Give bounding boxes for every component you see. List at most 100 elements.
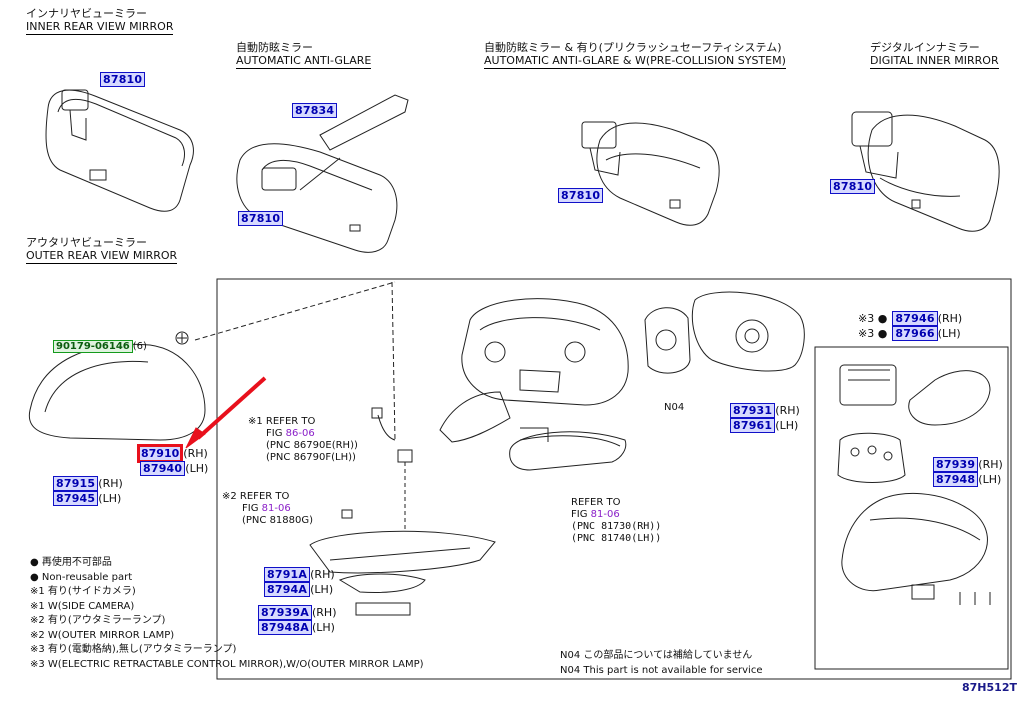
- part-row-87910: 87910(RH): [137, 442, 208, 463]
- part-link-8791A[interactable]: 8791A: [264, 567, 311, 582]
- side-label: (RH): [978, 458, 1003, 471]
- part-link-8794A[interactable]: 8794A: [264, 582, 311, 597]
- variant-digital-jp: デジタルインナミラー: [870, 41, 980, 54]
- part-link-87810[interactable]: 87810: [238, 211, 284, 226]
- inner-mirror-illustration-2: [236, 94, 409, 253]
- subassembly-illustration: [837, 364, 991, 605]
- mark-note: ※3 ●: [858, 312, 888, 325]
- side-label: (LH): [978, 473, 1002, 486]
- part-link-87915[interactable]: 87915: [53, 476, 99, 491]
- part-row-87931: 87931(RH): [730, 399, 800, 418]
- legend-item: ※2 有り(アウタミラーランプ): [30, 615, 166, 626]
- mark-note: ※3 ●: [858, 327, 888, 340]
- figure-code: 87H512T: [962, 681, 1017, 694]
- part-row-87945: 87945(LH): [53, 487, 121, 506]
- part-row-87961: 87961(LH): [730, 414, 798, 433]
- mirror-housing-illustration: [439, 298, 629, 443]
- reference-block-3: REFER TO FIG 81-06 (PNC 81730(RH)) (PNC …: [571, 497, 661, 545]
- part-link-87948A[interactable]: 87948A: [258, 620, 312, 635]
- part-row-87948: 87948(LH): [933, 468, 1001, 487]
- part-link-87961[interactable]: 87961: [730, 418, 776, 433]
- part-link-87810[interactable]: 87810: [100, 72, 146, 87]
- part-row-87915: 87915(RH): [53, 472, 123, 491]
- inner-mirror-illustration-3: [581, 121, 720, 226]
- part-link-87810[interactable]: 87810: [558, 188, 604, 203]
- side-label: (RH): [775, 404, 800, 417]
- variant-anti-glare-precollision-jp: 自動防眩ミラー & 有り(プリクラッシュセーフティシステム): [484, 41, 782, 54]
- reference-fig-label: FIG: [266, 428, 283, 439]
- variant-digital: デジタルインナミラー DIGITAL INNER MIRROR: [870, 41, 999, 69]
- part-row-8794A: 8794A(LH): [264, 578, 333, 597]
- legend-item: ※3 有り(電動格納),無し(アウタミラーランプ): [30, 644, 237, 655]
- part-link-87810[interactable]: 87810: [830, 179, 876, 194]
- part-row-87940: 87940(LH): [140, 457, 208, 476]
- inner-section-title-jp: インナリヤビューミラー: [26, 7, 147, 20]
- reference-text: ※1 REFER TO: [248, 416, 316, 427]
- reference-fig-label: FIG: [242, 503, 259, 514]
- part-link-87946[interactable]: 87946: [892, 311, 938, 326]
- variant-anti-glare-precollision: 自動防眩ミラー & 有り(プリクラッシュセーフティシステム) AUTOMATIC…: [484, 41, 786, 69]
- n04-note: N04 この部品については補給していません N04 This part is n…: [560, 648, 762, 678]
- legend-item: ※2 W(OUTER MIRROR LAMP): [30, 629, 175, 641]
- variant-anti-glare-jp: 自動防眩ミラー: [236, 41, 313, 54]
- side-label: (RH): [310, 568, 335, 581]
- part-link-87910-selected[interactable]: 87910: [137, 444, 184, 463]
- part-link-87931[interactable]: 87931: [730, 403, 776, 418]
- outer-section-title-jp: アウタリヤビューミラー: [26, 236, 147, 249]
- part-row-87946: ※3 ● 87946(RH): [858, 307, 962, 326]
- side-label: (LH): [310, 583, 334, 596]
- inner-section-title-en: INNER REAR VIEW MIRROR: [26, 20, 174, 35]
- part-link-87939[interactable]: 87939: [933, 457, 979, 472]
- legend-item: ● Non-reusable part: [30, 571, 133, 583]
- inner-mirror-illustration-1: [45, 89, 194, 212]
- n04-note-en: N04 This part is not available for servi…: [560, 665, 763, 676]
- reference-block-1: ※1 REFER TO FIG 86-06 (PNC 86790E(RH)) (…: [248, 416, 358, 464]
- part-link-90179-06146[interactable]: 90179-06146: [53, 340, 133, 353]
- part-link-87939A[interactable]: 87939A: [258, 605, 312, 620]
- legend: ● 再使用不可部品 ● Non-reusable part ※1 有り(サイドカ…: [30, 556, 424, 672]
- part-link-87834[interactable]: 87834: [292, 103, 338, 118]
- part-row-90179: 90179-06146(6): [53, 334, 147, 353]
- part-link-87945[interactable]: 87945: [53, 491, 99, 506]
- reference-pnc: (PNC 86790E(RH)): [266, 440, 358, 451]
- reference-pnc: (PNC 86790F(LH)): [266, 452, 356, 463]
- outer-section-title-en: OUTER REAR VIEW MIRROR: [26, 249, 178, 264]
- part-link-87940[interactable]: 87940: [140, 461, 186, 476]
- part-row-87948A: 87948A(LH): [258, 616, 335, 635]
- figure-link-86-06[interactable]: 86-06: [285, 428, 315, 439]
- side-label: (LH): [937, 327, 961, 340]
- variant-anti-glare-precollision-en: AUTOMATIC ANTI-GLARE & W(PRE-COLLISION S…: [484, 54, 786, 69]
- part-row-87939A: 87939A(RH): [258, 601, 336, 620]
- reference-block-2: ※2 REFER TO FIG 81-06 (PNC 81880G): [222, 491, 313, 527]
- outer-section-title: アウタリヤビューミラー OUTER REAR VIEW MIRROR: [26, 236, 178, 264]
- part-link-87966[interactable]: 87966: [892, 326, 938, 341]
- legend-item: ※1 有り(サイドカメラ): [30, 586, 136, 597]
- part-link-87948[interactable]: 87948: [933, 472, 979, 487]
- reference-pnc: (PNC 81740(LH)): [571, 533, 662, 544]
- n04-note-jp: N04 この部品については補給していません: [560, 650, 753, 661]
- mirror-glass-illustration: [691, 291, 805, 372]
- part-row-87966: ※3 ● 87966(LH): [858, 322, 961, 341]
- part-row-8791A: 8791A(RH): [264, 563, 335, 582]
- side-label: (RH): [98, 477, 123, 490]
- figure-link-81-06[interactable]: 81-06: [261, 503, 291, 514]
- reference-pnc: (PNC 81730(RH)): [571, 521, 662, 532]
- inner-mirror-illustration-4: [851, 111, 1000, 232]
- turn-lamp-illustration: [509, 427, 627, 471]
- part-qty: (6): [132, 341, 147, 352]
- lower-lamp-illustration: [309, 530, 496, 616]
- side-label: (LH): [98, 492, 122, 505]
- mirror-cover-illustration: [28, 343, 206, 441]
- side-label: (RH): [937, 312, 963, 325]
- n04-callout: N04: [664, 402, 685, 413]
- reference-fig-label: FIG: [571, 509, 588, 520]
- legend-item: ※1 W(SIDE CAMERA): [30, 600, 135, 612]
- reference-text: REFER TO: [571, 497, 621, 508]
- side-label: (RH): [311, 606, 337, 619]
- figure-link-81-06[interactable]: 81-06: [590, 509, 620, 520]
- actuator-illustration: [644, 307, 691, 374]
- variant-anti-glare-en: AUTOMATIC ANTI-GLARE: [236, 54, 372, 69]
- reference-text: ※2 REFER TO: [222, 491, 290, 502]
- inner-section-title: インナリヤビューミラー INNER REAR VIEW MIRROR: [26, 7, 174, 35]
